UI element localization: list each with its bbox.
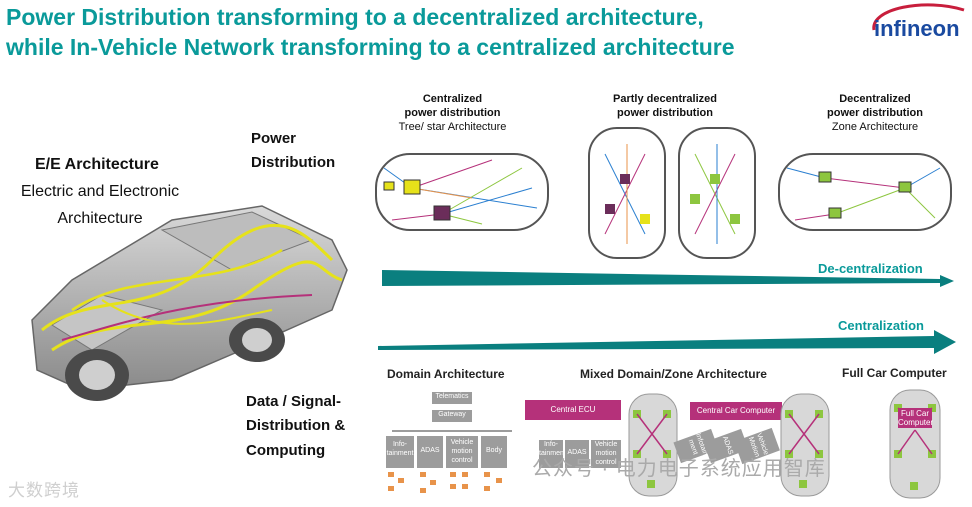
infotainment-box: Info- tainment <box>386 436 414 468</box>
decentralized-sub: Zone Architecture <box>831 121 919 133</box>
power-distribution-label-2: Distribution <box>251 154 336 171</box>
ee-architecture-sub2: Architecture <box>57 210 143 227</box>
mixed-vmc-box: Vehicle motion control <box>591 440 621 468</box>
data-label-2: Distribution & <box>246 417 346 434</box>
mixed-car-topview-2 <box>780 393 830 497</box>
gateway-box: Gateway <box>432 410 472 422</box>
decentralized-diagram <box>778 153 952 231</box>
ee-architecture-title: E/E Architecture <box>35 156 159 173</box>
infineon-logo: infineon <box>872 3 965 41</box>
data-label-1: Data / Signal- <box>246 393 342 410</box>
decentralized-title-1: Decentralized <box>839 93 911 105</box>
full-car-computer-box: Full Car Computer <box>898 408 934 428</box>
title-line-1: Power Distribution transforming to a dec… <box>6 4 704 30</box>
centralization-arrow <box>378 330 956 354</box>
decentralization-label: De-centralization <box>818 261 923 276</box>
partly-title-2: power distribution <box>617 107 713 119</box>
car-illustration <box>31 205 348 401</box>
page-title: Power Distribution transforming to a dec… <box>6 2 846 62</box>
logo-text: infineon <box>874 16 960 41</box>
full-car-computer-title: Full Car Computer <box>842 366 947 380</box>
vehicle-motion-control-box: Vehicle motion control <box>446 436 478 468</box>
centralization-label: Centralization <box>838 318 924 333</box>
central-car-computer-box: Central Car Computer <box>690 402 782 420</box>
partly-title-1: Partly decentralized <box>613 93 717 105</box>
domain-architecture-title: Domain Architecture <box>387 367 505 381</box>
watermark-left: 大数跨境 <box>8 481 80 500</box>
domain-leaf-nodes <box>388 472 502 493</box>
partly-diagram-right <box>678 127 756 259</box>
decentralization-arrow <box>382 270 954 287</box>
full-car-topview <box>889 389 941 499</box>
mixed-infotainment-box: Info- tainment <box>539 440 566 468</box>
mixed-car-topview-1 <box>628 393 678 497</box>
partly-diagram-left <box>588 127 666 259</box>
domain-architecture-diagram: Telematics Gateway Info- tainment ADAS V… <box>386 390 516 500</box>
mixed-architecture-diagram: Central ECU Info- tainment ADAS Vehicle … <box>525 390 835 502</box>
centralized-sub: Tree/ star Architecture <box>398 121 507 133</box>
central-ecu-box: Central ECU <box>525 400 621 420</box>
power-distribution-label-1: Power <box>251 130 297 147</box>
body-box: Body <box>481 436 507 468</box>
ee-architecture-sub1: Electric and Electronic <box>20 183 180 200</box>
centralized-title-2: power distribution <box>404 107 501 119</box>
telematics-box: Telematics <box>432 392 472 404</box>
mixed-architecture-title: Mixed Domain/Zone Architecture <box>580 367 767 381</box>
title-line-2: while In-Vehicle Network transforming to… <box>6 34 735 60</box>
data-label-3: Computing <box>246 442 326 459</box>
adas-box: ADAS <box>417 436 443 468</box>
mixed-adas-box: ADAS <box>565 440 589 468</box>
centralized-title-1: Centralized <box>422 93 483 105</box>
full-car-computer-diagram: Full Car Computer <box>884 386 946 502</box>
decentralized-title-2: power distribution <box>827 107 923 119</box>
centralized-diagram <box>375 153 549 231</box>
watermark-center: 公众号 · 电力电子系统应用智库 <box>532 458 826 480</box>
